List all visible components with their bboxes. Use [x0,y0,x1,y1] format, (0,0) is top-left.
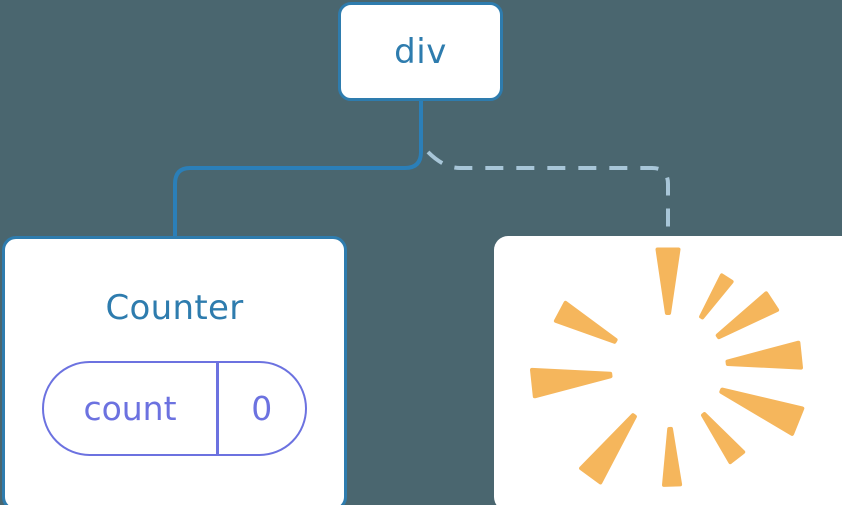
node-counter-title: Counter [105,288,244,328]
edge-div-to-burst [426,150,670,238]
burst-ray-5 [719,387,805,436]
burst-ray-1 [655,247,681,315]
node-div[interactable]: div [338,2,503,101]
burst-ray-6 [701,412,746,465]
burst-ray-3 [715,291,780,340]
burst-ray-10 [553,300,618,344]
node-counter[interactable]: Counter count 0 [2,236,347,505]
burst-ray-8 [579,413,637,485]
node-render-burst[interactable] [494,236,842,505]
state-pill-value: 0 [251,389,273,428]
state-pill[interactable]: count 0 [42,361,307,456]
render-burst-icon [530,247,805,487]
burst-ray-9 [530,367,613,399]
state-pill-key: count [83,389,177,428]
node-div-label: div [394,31,447,72]
state-pill-divider [216,363,219,454]
burst-ray-2 [699,273,734,320]
burst-ray-7 [662,426,683,487]
edge-div-to-counter [173,101,423,238]
burst-ray-4 [725,340,803,370]
